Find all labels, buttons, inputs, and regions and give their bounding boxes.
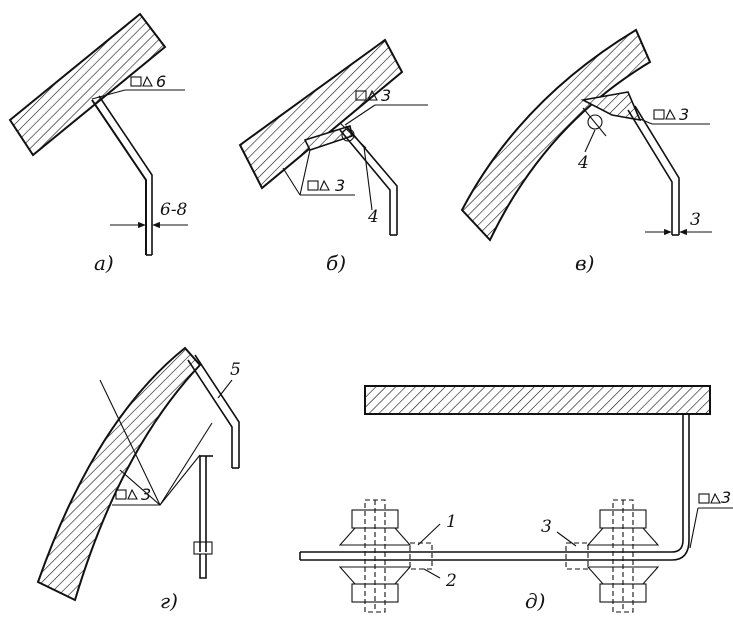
weld-size-b-bottom: 3 bbox=[335, 176, 345, 195]
weld-leader-b-bottom bbox=[282, 167, 301, 196]
weld-leader-d bbox=[689, 507, 699, 549]
caption-g: г) bbox=[160, 589, 178, 613]
weld-leader-v bbox=[639, 118, 653, 125]
part-number-d-3: 3 bbox=[541, 517, 552, 537]
bolt-b bbox=[341, 128, 355, 142]
part-number-d-1: 1 bbox=[446, 512, 457, 532]
shell-wall-g bbox=[36, 346, 202, 602]
part-leader-g bbox=[217, 379, 233, 399]
joint-plate-g bbox=[193, 541, 213, 555]
figure-a: 6 6-8 а) bbox=[8, 12, 188, 275]
dimension-v: 3 bbox=[690, 210, 701, 230]
shell-wall-b bbox=[238, 38, 404, 190]
weld-leader-b-top bbox=[344, 104, 376, 126]
stiffener-plate-v bbox=[627, 109, 673, 235]
weld-symbol-icon bbox=[653, 108, 676, 120]
beam-d bbox=[364, 385, 711, 415]
weld-symbol-icon bbox=[355, 89, 378, 101]
dimension-a: 6-8 bbox=[160, 200, 188, 220]
weld-size-b-top: 3 bbox=[381, 86, 391, 105]
angle-bracket-v bbox=[580, 91, 642, 122]
weld-size-a: 6 bbox=[156, 72, 166, 91]
stiffener-plate-b bbox=[339, 129, 391, 235]
shell-wall-v bbox=[460, 28, 652, 242]
clamp-assembly-left bbox=[338, 499, 433, 613]
weld-symbol-icon bbox=[307, 179, 330, 191]
figure-v: 3 4 3 в) bbox=[460, 28, 712, 275]
bolt-v bbox=[587, 114, 603, 130]
caption-a: а) bbox=[94, 251, 114, 275]
weld-size-v: 3 bbox=[679, 105, 689, 124]
weld-symbol-icon bbox=[115, 488, 138, 500]
part-number-v: 4 bbox=[577, 153, 589, 173]
part-leader-b bbox=[363, 146, 373, 211]
caption-d: д) bbox=[525, 589, 545, 613]
part-number-g: 5 bbox=[230, 360, 241, 380]
caption-b: б) bbox=[326, 251, 346, 275]
stiffener-plate-g-upper bbox=[187, 359, 233, 468]
part-leader-v bbox=[584, 129, 596, 153]
weld-symbol-icon bbox=[130, 75, 153, 87]
figure-b: 3 3 4 б) bbox=[238, 38, 428, 275]
shell-wall-a bbox=[8, 12, 167, 157]
clamp-assembly-right bbox=[565, 499, 660, 613]
part-number-d-2: 2 bbox=[445, 571, 457, 591]
weld-leader-a bbox=[91, 89, 126, 100]
figure-g: 3 5 г) bbox=[36, 346, 241, 613]
part-leader-d-2 bbox=[423, 568, 441, 579]
weld-size-d: 3 bbox=[721, 488, 731, 507]
caption-v: в) bbox=[575, 251, 594, 275]
angle-bracket-b bbox=[303, 124, 353, 151]
weld-symbol-icon bbox=[698, 492, 721, 504]
stiffener-plate-a bbox=[91, 99, 147, 255]
part-leader-d-1 bbox=[417, 523, 441, 546]
figure-d: 3 1 2 3 д) bbox=[299, 385, 733, 613]
part-leader-d-3 bbox=[556, 531, 577, 547]
part-number-b: 4 bbox=[367, 207, 379, 227]
weld-size-g: 3 bbox=[141, 485, 151, 504]
